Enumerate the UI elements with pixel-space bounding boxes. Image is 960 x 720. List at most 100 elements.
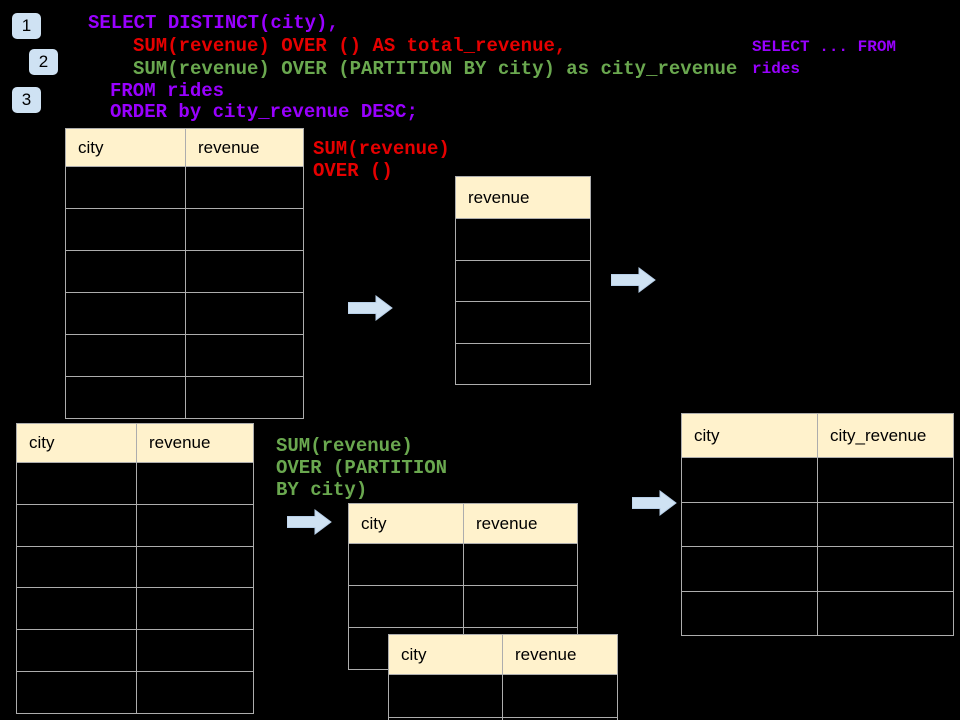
column-header-city: city — [682, 414, 818, 458]
table-cell-empty — [17, 463, 137, 505]
table-cell-empty — [17, 588, 137, 631]
table-cell-empty — [456, 302, 591, 344]
table-cell-empty — [66, 167, 186, 209]
table-cell-empty — [456, 260, 591, 302]
table-cell-empty — [66, 293, 186, 335]
table-cell-empty — [682, 458, 818, 503]
arrow-right-icon — [611, 267, 656, 293]
table-cell-empty — [66, 209, 186, 251]
column-header-city: city — [17, 424, 137, 463]
table-cell-empty — [456, 343, 591, 385]
table-cell-empty — [66, 335, 186, 377]
table-cell-empty — [137, 630, 254, 672]
arrow-right-icon — [287, 509, 332, 535]
total-revenue-note-line1: SUM(revenue) — [313, 138, 450, 160]
table-row — [66, 335, 304, 377]
table-cell-empty — [186, 251, 304, 293]
table-cell-empty — [818, 591, 954, 636]
table-row — [17, 671, 254, 714]
table-row — [66, 251, 304, 293]
column-header-revenue: revenue — [137, 424, 254, 463]
table-row — [682, 547, 954, 592]
table-cell-empty — [682, 547, 818, 592]
table-cell-empty — [186, 335, 304, 377]
table-row — [349, 544, 578, 586]
step-badge-1: 1 — [12, 13, 41, 39]
table-cell-empty — [186, 167, 304, 209]
sql-line-sum-over: SUM(revenue) OVER () AS total_revenue, — [133, 35, 567, 57]
sql-line-select: SELECT DISTINCT(city), — [88, 12, 339, 34]
step-badge-2: 2 — [29, 49, 58, 75]
column-header-city_revenue: city_revenue — [818, 414, 954, 458]
table-total-revenue-result: revenue — [455, 176, 591, 385]
column-header-revenue: revenue — [186, 129, 304, 167]
table-cell-empty — [137, 463, 254, 505]
column-header-revenue: revenue — [464, 504, 578, 544]
sql-line-from: FROM rides — [110, 80, 225, 102]
partition-note-line1: SUM(revenue) — [276, 435, 413, 457]
table-row — [17, 630, 254, 672]
table-cell-empty — [389, 718, 503, 720]
table-cell-empty — [349, 586, 464, 628]
column-header-city: city — [349, 504, 464, 544]
table-cell-empty — [818, 458, 954, 503]
table-cell-empty — [137, 546, 254, 589]
column-header-revenue: revenue — [503, 635, 618, 675]
column-header-city: city — [66, 129, 186, 167]
table-cell-empty — [464, 586, 578, 628]
arrow-right-icon — [632, 490, 677, 516]
table-row — [17, 588, 254, 631]
table-row — [66, 293, 304, 335]
table-cell-empty — [682, 591, 818, 636]
table-row — [66, 377, 304, 419]
table-cell-empty — [186, 377, 304, 419]
table-cell-empty — [137, 504, 254, 547]
table-cell-empty — [503, 718, 618, 720]
table-row — [456, 302, 591, 344]
table-cell-empty — [66, 377, 186, 419]
table-cell-empty — [186, 209, 304, 251]
total-revenue-note-line2: OVER () — [313, 160, 393, 182]
table-cell-empty — [503, 675, 618, 718]
table-cell-empty — [17, 630, 137, 672]
partition-note-line3: BY city) — [276, 479, 368, 501]
table-cell-empty — [66, 251, 186, 293]
column-header-revenue: revenue — [456, 177, 591, 219]
table-row — [17, 504, 254, 547]
table-row — [456, 260, 591, 302]
sql-line-partition: SUM(revenue) OVER (PARTITION BY city) as… — [133, 58, 738, 80]
table-row — [389, 718, 618, 720]
table-cell-empty — [186, 293, 304, 335]
table-cell-empty — [17, 504, 137, 547]
table-cell-empty — [818, 502, 954, 547]
table-cell-empty — [682, 502, 818, 547]
step-badge-3: 3 — [12, 87, 41, 113]
table-cell-empty — [456, 219, 591, 261]
table-cell-empty — [137, 671, 254, 714]
table-row — [682, 502, 954, 547]
table-row — [349, 586, 578, 628]
table-row — [456, 343, 591, 385]
from-rides-note-line2: rides — [752, 60, 801, 78]
table-row — [456, 219, 591, 261]
table-cell-empty — [464, 544, 578, 586]
table-row — [682, 458, 954, 503]
table-row — [682, 591, 954, 636]
table-cell-empty — [17, 671, 137, 714]
table-cell-empty — [389, 675, 503, 718]
table-row — [66, 167, 304, 209]
table-cell-empty — [137, 588, 254, 631]
column-header-city: city — [389, 635, 503, 675]
partition-note-line2: OVER (PARTITION — [276, 457, 448, 479]
table-header-row: revenue — [456, 177, 591, 219]
arrow-right-icon — [348, 295, 393, 321]
table-cell-empty — [818, 547, 954, 592]
